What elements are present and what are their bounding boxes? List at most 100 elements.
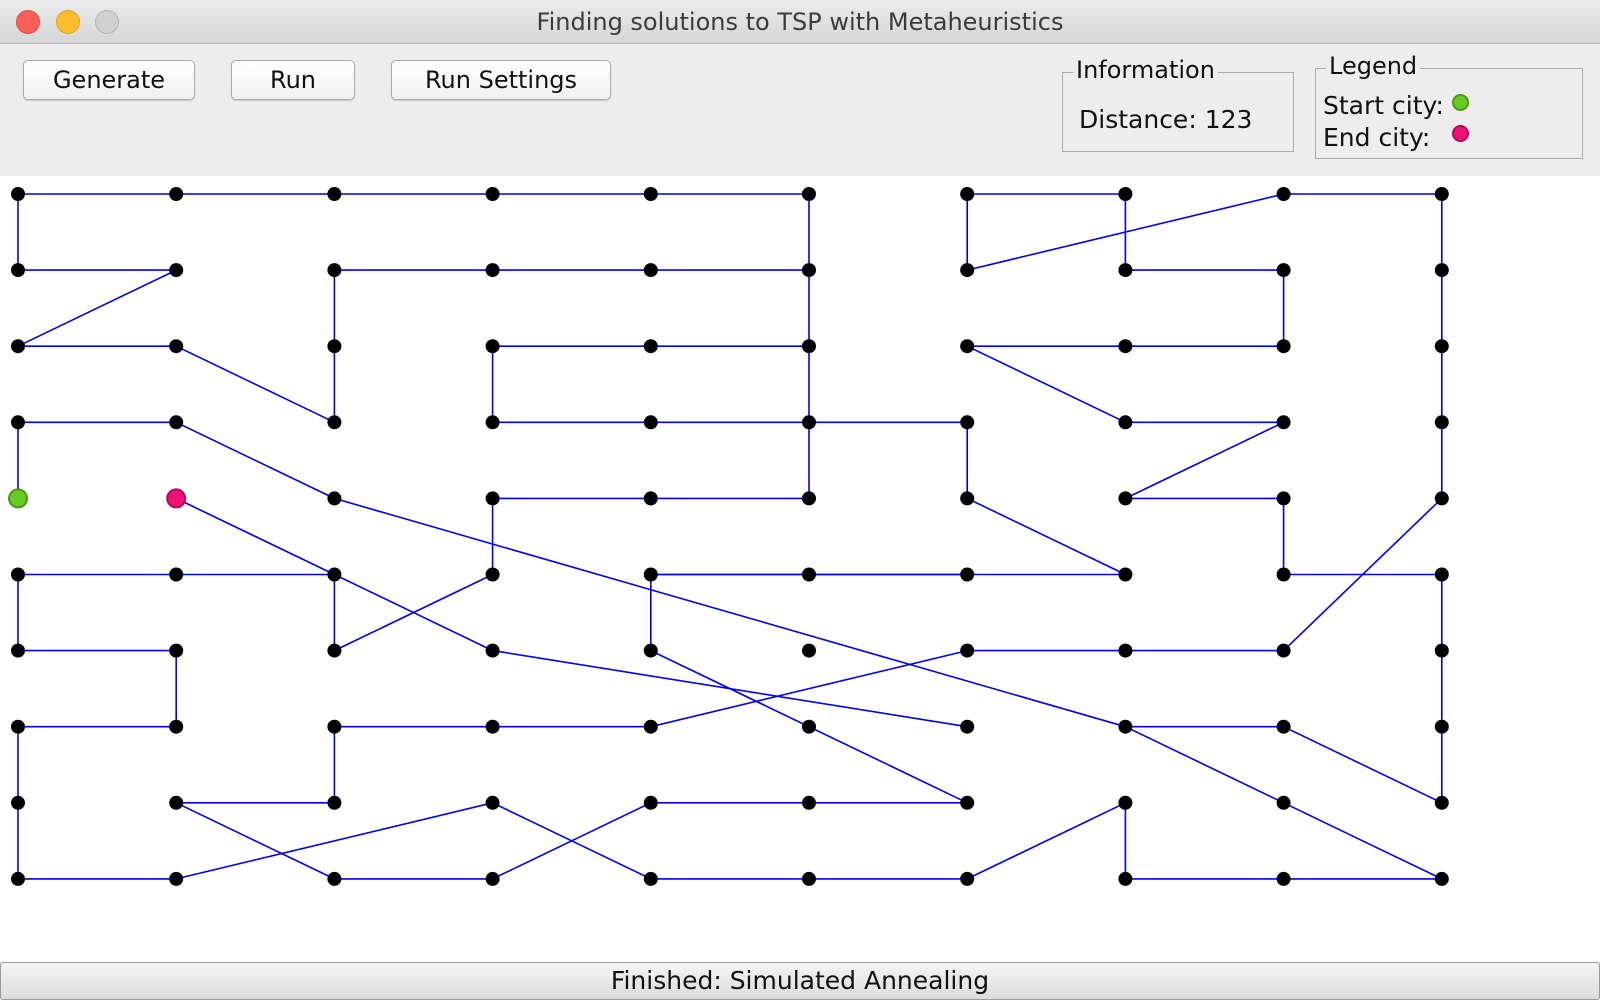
city-node [1118,491,1133,506]
city-node [1276,871,1291,886]
city-node [802,643,816,658]
distance-row: Distance: 123 [1079,105,1252,134]
city-node [960,263,975,278]
distance-label: Distance: [1079,105,1197,134]
city-node [1434,263,1449,278]
city-node [169,263,184,278]
route-edge [492,649,968,728]
city-node [960,415,975,430]
city-node [643,415,658,430]
city-node [1118,643,1133,658]
city-node [11,795,25,810]
title-bar: Finding solutions to TSP with Metaheuris… [0,0,1600,44]
city-node [960,871,975,886]
city-node [1118,871,1133,886]
information-panel: Information Distance: 123 [1062,56,1294,152]
city-node [11,643,25,658]
tsp-route-map [8,187,1449,886]
city-node [1434,187,1449,201]
city-node [11,187,25,201]
city-node [1276,719,1291,734]
city-node [643,491,658,506]
city-node [802,339,816,354]
city-node [802,415,816,430]
city-node [1118,415,1133,430]
route-edge [1283,725,1443,804]
generate-button[interactable]: Generate [23,60,195,100]
city-node [11,719,25,734]
close-window-button[interactable] [16,10,40,34]
start-city-label: Start city: [1323,91,1444,120]
information-panel-title: Information [1073,56,1218,84]
legend-panel: Legend Start city: End city: [1315,52,1583,159]
city-node [169,567,184,582]
run-settings-button[interactable]: Run Settings [391,60,611,100]
city-node [1276,567,1291,582]
city-node [169,187,184,201]
city-node [485,187,500,201]
city-node [802,719,816,734]
city-node [960,795,975,810]
city-node [327,415,342,430]
route-edge [966,802,1126,880]
city-node [1118,567,1133,582]
route-edge [1125,421,1284,500]
route-edge [175,345,335,424]
route-edge [17,269,177,347]
city-node [643,567,658,582]
end-city [166,488,187,509]
route-edge [967,193,1284,271]
legend-panel-title: Legend [1326,52,1421,80]
city-node [11,567,25,582]
city-node [485,567,500,582]
city-node [327,187,342,201]
city-node [485,339,500,354]
city-node [1434,643,1449,658]
city-node [485,263,500,278]
tsp-map-canvas[interactable] [0,176,1600,962]
route-edge [492,802,652,880]
city-node [960,187,975,201]
city-node [1118,339,1133,354]
city-node [643,339,658,354]
city-node [485,795,500,810]
city-node [643,795,658,810]
city-node [1118,719,1133,734]
city-node [11,339,25,354]
city-node [485,643,500,658]
city-node [169,719,184,734]
city-node [327,339,342,354]
city-node [1276,643,1291,658]
window-title: Finding solutions to TSP with Metaheuris… [536,8,1064,36]
city-node [1434,339,1449,354]
city-node [11,415,25,430]
city-node [1434,871,1449,886]
city-node [327,567,342,582]
run-button[interactable]: Run [231,60,355,100]
city-node [327,719,342,734]
distance-value: 123 [1204,105,1253,134]
city-node [1276,263,1291,278]
city-node [11,263,25,278]
end-city-label: End city: [1323,123,1431,152]
city-node [1434,415,1449,430]
city-node [643,263,658,278]
start-city-marker-icon [1452,94,1469,111]
city-node [643,719,658,734]
city-node [802,187,816,201]
minimize-window-button[interactable] [56,10,80,34]
route-edge [1283,802,1443,880]
city-node [1118,187,1133,201]
city-node [1434,795,1449,810]
city-node [960,719,975,734]
legend-end-row: End city: [1323,123,1430,152]
city-node [485,871,500,886]
city-node [485,491,500,506]
end-city-marker-icon [1452,125,1469,142]
route-edge [650,649,968,728]
city-node [1434,719,1449,734]
city-node [1276,491,1291,506]
zoom-window-button[interactable] [95,10,119,34]
city-node [169,871,184,886]
city-node [1276,187,1291,201]
